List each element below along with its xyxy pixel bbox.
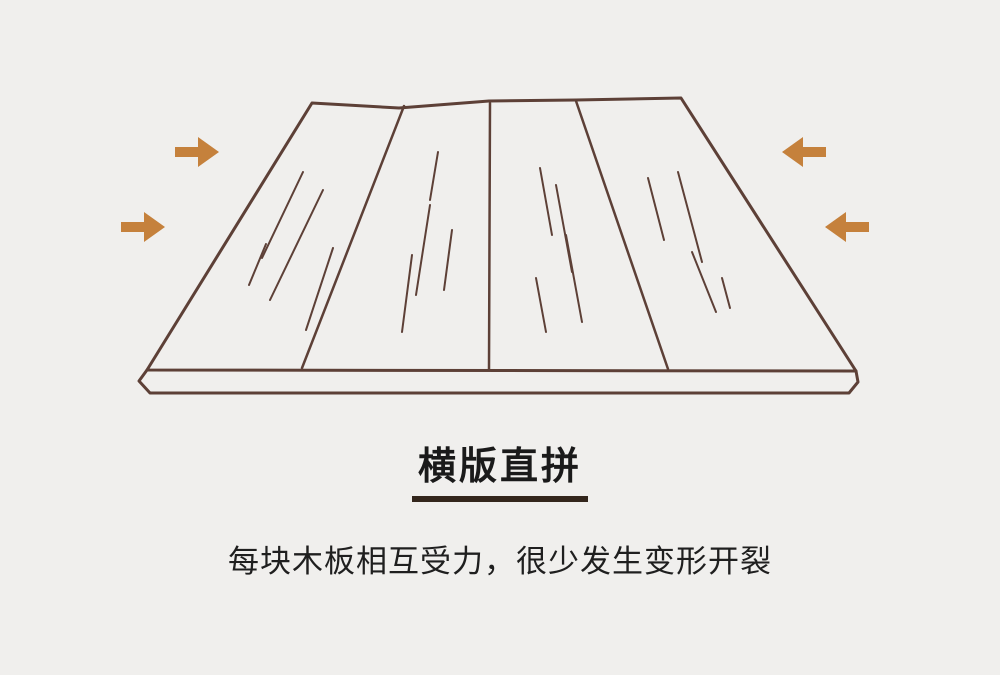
inward-arrow-right-top-icon: [782, 137, 826, 167]
inward-arrow-left-top-icon: [175, 137, 219, 167]
board-front-edge: [137, 368, 860, 395]
plank-board-diagram: [121, 96, 869, 395]
subtitle-block: 每块木板相互受力，很少发生变形开裂: [0, 536, 1000, 581]
inward-arrow-left-bottom-icon: [121, 212, 165, 242]
wood-grain-plank-4: [647, 171, 731, 313]
wood-grain-plank-3: [535, 167, 583, 333]
board-top-face: [145, 96, 858, 373]
page-title: 横版直拼: [411, 445, 588, 502]
pressure-arrows: [121, 137, 869, 242]
inward-arrow-right-bottom-icon: [825, 212, 869, 242]
board-linework: [137, 96, 860, 395]
caption-block: 横版直拼: [0, 445, 1000, 502]
page-subtitle: 每块木板相互受力，很少发生变形开裂: [228, 544, 772, 580]
wood-grain-plank-2: [401, 151, 453, 333]
plank-seam-center: [487, 101, 492, 371]
plank-seam-right: [574, 99, 670, 371]
wood-grain-plank-1: [248, 171, 334, 331]
plank-seam-left: [300, 104, 406, 370]
